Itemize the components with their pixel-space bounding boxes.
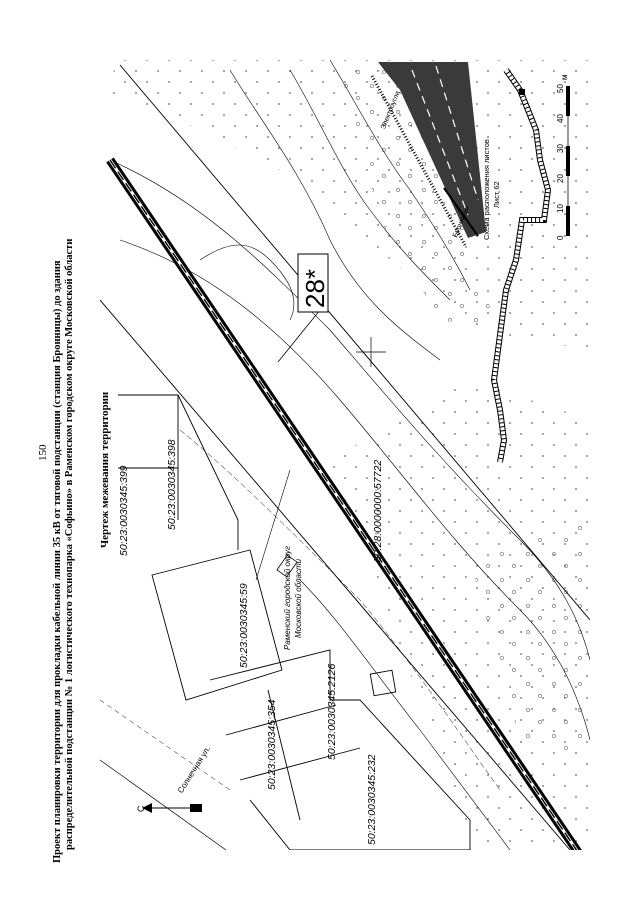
highway-edge-hatch: [370, 75, 467, 246]
right-of-way-boundary: [119, 64, 590, 621]
scale-tick: 50: [556, 84, 565, 93]
scale-tick: 40: [556, 114, 565, 123]
building: [369, 669, 397, 697]
scheme-title-1: Схема расположения листов: [482, 139, 491, 240]
map-title: Чертеж межевания территории: [99, 391, 111, 548]
cable-line-centre: [109, 159, 578, 850]
scale-bar-black-3: [566, 206, 570, 236]
parcel-divider: [267, 689, 301, 821]
road-direction-arrow: [443, 187, 479, 237]
parcel-label: 50:23:0030345:2126: [326, 663, 338, 760]
scheme-route-inner: [491, 68, 551, 463]
header-line-2: распределительной подстанции № 1 логисти…: [64, 238, 75, 850]
contour-line: [119, 239, 590, 741]
scale-tick: 20: [556, 174, 565, 183]
parcel-divider: [225, 704, 337, 736]
highway-lane-mark: [411, 69, 469, 216]
scale-unit: м: [560, 74, 569, 81]
marker-28-box: [297, 253, 329, 313]
highway-lane-mark-2: [435, 65, 479, 201]
contour-line: [179, 429, 501, 791]
layout-scheme: [490, 68, 570, 463]
scheme-title-2: Лист 62: [492, 181, 501, 208]
district-label-1: Раменский городской округ: [283, 546, 292, 650]
map-area: [100, 60, 590, 850]
parcel-label: 50:28:0000000:57722: [372, 459, 384, 562]
parcel-2126-354-232: [209, 649, 471, 850]
north-label: С: [136, 805, 146, 813]
parcel-divider: [239, 747, 361, 781]
parcel-399-398-boundary: [118, 394, 239, 550]
marker-leader-line: [277, 309, 321, 363]
small-structure: [276, 554, 298, 578]
contour-line: [329, 60, 471, 291]
scale-tick: 0: [556, 235, 565, 240]
street-edge: [100, 759, 227, 850]
contour-line: [199, 244, 295, 321]
header-line-1: Проект планировки территории для проклад…: [52, 260, 63, 863]
district-label-2: Московской области: [294, 558, 303, 638]
contour-line: [109, 159, 590, 661]
scale-tick: 10: [556, 204, 565, 213]
contour-line: [299, 579, 511, 850]
page-number: 150: [37, 444, 49, 462]
north-arrow: [142, 803, 202, 813]
terrain-zone-upper: [100, 60, 590, 350]
parcel-label: 50:23:0030345:399: [118, 465, 130, 556]
highway: [378, 62, 486, 238]
scheme-current-sheet: [519, 89, 525, 95]
parcel-57722-leader: [255, 469, 291, 581]
scale-bar-black-1: [566, 86, 570, 116]
parcel-label: 50:23:0030345:232: [366, 754, 378, 845]
contour-line: [289, 69, 451, 301]
terrain-zone-circles: [340, 70, 500, 330]
contour-line: [229, 69, 441, 361]
marker-28-label: 28*: [300, 268, 330, 308]
terrain-zone-circles-2: [470, 520, 590, 760]
right-of-way-boundary: [100, 299, 571, 850]
parcel-label: 50:23:0030345:59: [238, 583, 250, 668]
parcel-59: [151, 549, 283, 701]
scale-tick: 30: [556, 144, 565, 153]
parcel-label: 50:23:0030345:398: [166, 439, 178, 530]
street-edge: [100, 699, 231, 791]
scale-bar-black-2: [566, 146, 570, 176]
parcel-label: 50:23:0030345:354: [266, 699, 278, 790]
